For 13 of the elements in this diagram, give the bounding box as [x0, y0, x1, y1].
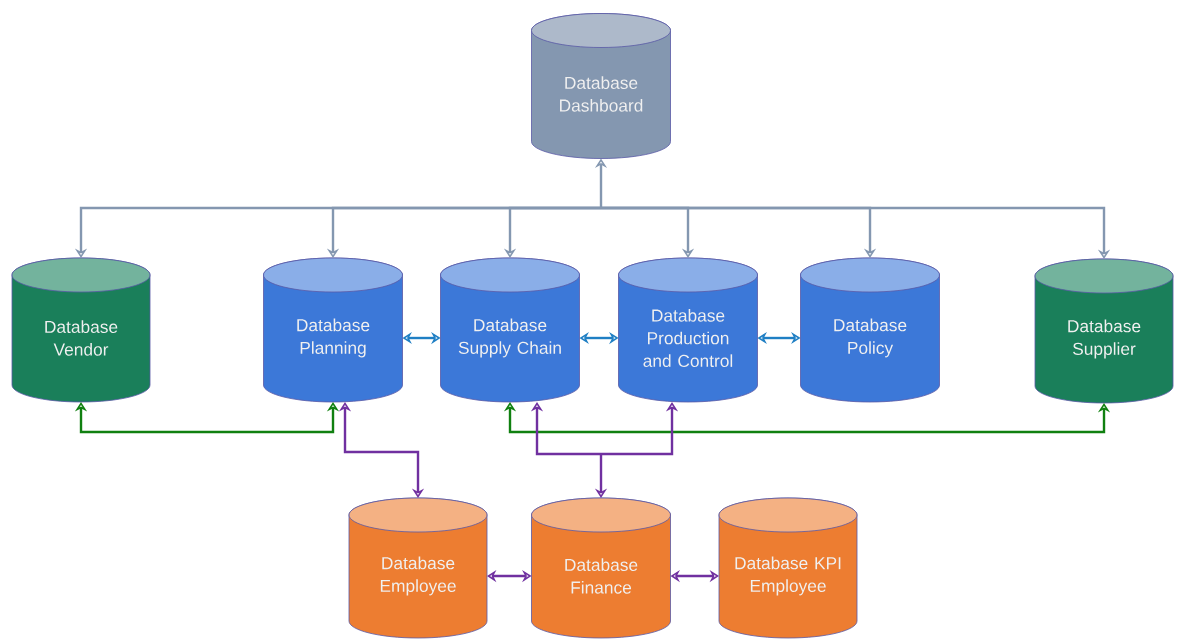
arrow [338, 402, 425, 498]
database-cylinder: Database Finance [531, 497, 671, 639]
database-cylinder: Database Production and Control [618, 257, 758, 403]
arrow [601, 206, 1111, 259]
database-cylinder: Database Supplier [1034, 258, 1174, 404]
database-cylinder: Database Dashboard [531, 13, 671, 159]
database-cylinder: Database Policy [800, 257, 940, 403]
database-cylinder: Database Supply Chain [440, 257, 580, 403]
database-cylinder: Database Vendor [11, 257, 151, 403]
arrow [530, 402, 601, 456]
database-cylinder: Database KPI Employee [718, 497, 858, 639]
database-cylinder: Database Planning [263, 257, 403, 403]
database-cylinder: Database Employee [348, 497, 488, 639]
